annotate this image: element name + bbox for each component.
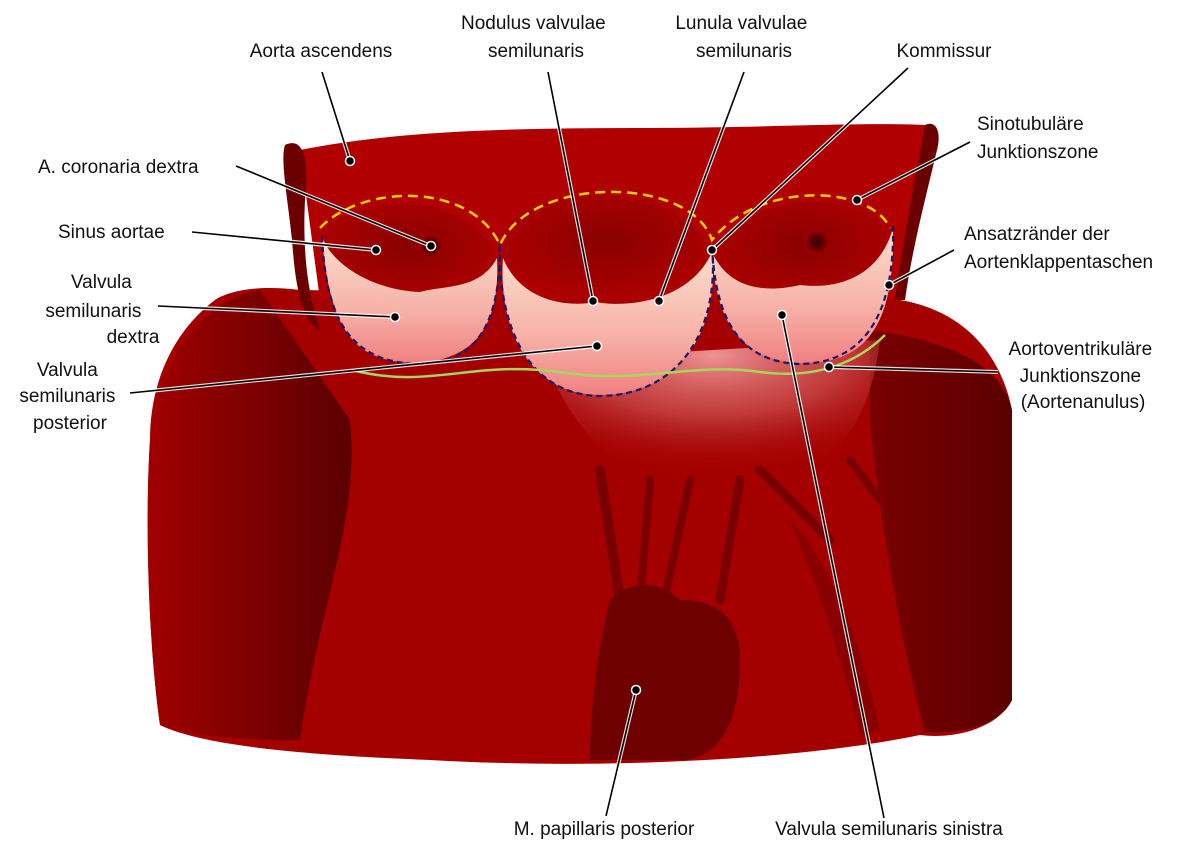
label-m-papillaris: M. papillaris posterior bbox=[514, 819, 695, 840]
label-kommissur: Kommissur bbox=[896, 41, 992, 62]
label-sinotubulaere: Sinotubuläre Junktionszone bbox=[977, 114, 1098, 163]
label-a-coronaria-dextra: A. coronaria dextra bbox=[38, 157, 199, 178]
papillary-muscle-shape bbox=[590, 585, 740, 760]
coronary-ostium-left bbox=[804, 229, 830, 255]
label-valvula-dextra: Valvula semilunaris dextra bbox=[45, 272, 160, 348]
label-aorta-ascendens: Aorta ascendens bbox=[250, 41, 393, 62]
label-valvula-posterior: Valvula semilunaris posterior bbox=[19, 360, 120, 434]
label-ansatzraender: Ansatzränder der Aortenklappentaschen bbox=[964, 224, 1153, 273]
label-nodulus: Nodulus valvulae semilunaris bbox=[461, 13, 611, 62]
label-aortoventrikulaere: Aortoventrikuläre Junktionszone (Aortena… bbox=[1009, 339, 1158, 413]
label-valvula-sinistra: Valvula semilunaris sinistra bbox=[775, 819, 1003, 840]
label-lunula: Lunula valvulae semilunaris bbox=[675, 13, 812, 62]
label-sinus-aortae: Sinus aortae bbox=[58, 222, 165, 243]
anatomy-artwork bbox=[148, 124, 1012, 764]
